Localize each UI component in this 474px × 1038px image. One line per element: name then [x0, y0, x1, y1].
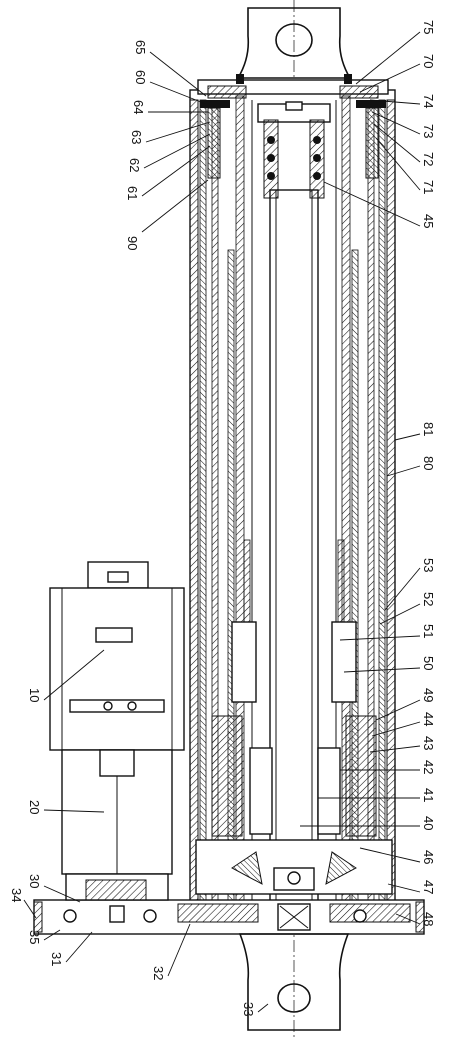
callout-49: 49	[421, 688, 436, 702]
callout-51: 51	[421, 624, 436, 638]
callout-71: 71	[421, 180, 436, 194]
callout-53: 53	[421, 558, 436, 572]
callout-44: 44	[421, 712, 436, 726]
lead-screw	[269, 189, 319, 911]
base-housing	[33, 899, 425, 935]
nut-bodies	[231, 539, 357, 703]
callout-20: 20	[27, 800, 42, 814]
callout-47: 47	[421, 880, 436, 894]
callout-50: 50	[421, 656, 436, 670]
callout-35: 35	[27, 930, 42, 944]
callout-43: 43	[421, 736, 436, 750]
callout-60: 60	[133, 70, 148, 84]
callout-42: 42	[421, 760, 436, 774]
motor-10	[49, 561, 185, 751]
gear-area	[195, 839, 393, 895]
callout-70: 70	[421, 54, 436, 68]
callout-40: 40	[421, 816, 436, 830]
gearbox-20	[61, 749, 173, 923]
callout-30: 30	[27, 874, 42, 888]
callout-52: 52	[421, 592, 436, 606]
callout-75: 75	[421, 20, 436, 34]
callout-31: 31	[49, 952, 64, 966]
lower-thread-blocks	[211, 715, 377, 837]
callout-34: 34	[9, 888, 24, 902]
leader-lines	[23, 31, 421, 1013]
callout-80: 80	[421, 456, 436, 470]
callout-72: 72	[421, 152, 436, 166]
callout-41: 41	[421, 788, 436, 802]
callout-64: 64	[131, 100, 146, 114]
callout-10: 10	[27, 688, 42, 702]
callout-81: 81	[421, 422, 436, 436]
top-spring-stack	[257, 101, 331, 199]
callout-61: 61	[125, 186, 140, 200]
callout-32: 32	[151, 966, 166, 980]
bottom-clevis	[238, 933, 350, 1031]
upper-seals	[200, 100, 386, 179]
callout-33: 33	[241, 1002, 256, 1016]
callout-65: 65	[133, 40, 148, 54]
callout-63: 63	[129, 130, 144, 144]
callout-74: 74	[421, 94, 436, 108]
callout-labels: 65 60 64 63 62 61 90 75 70 74 73 72 71 4…	[9, 20, 436, 1016]
callout-48: 48	[421, 912, 436, 926]
callout-73: 73	[421, 124, 436, 138]
callout-46: 46	[421, 850, 436, 864]
callout-45: 45	[421, 214, 436, 228]
callout-90: 90	[125, 236, 140, 250]
callout-62: 62	[127, 158, 142, 172]
